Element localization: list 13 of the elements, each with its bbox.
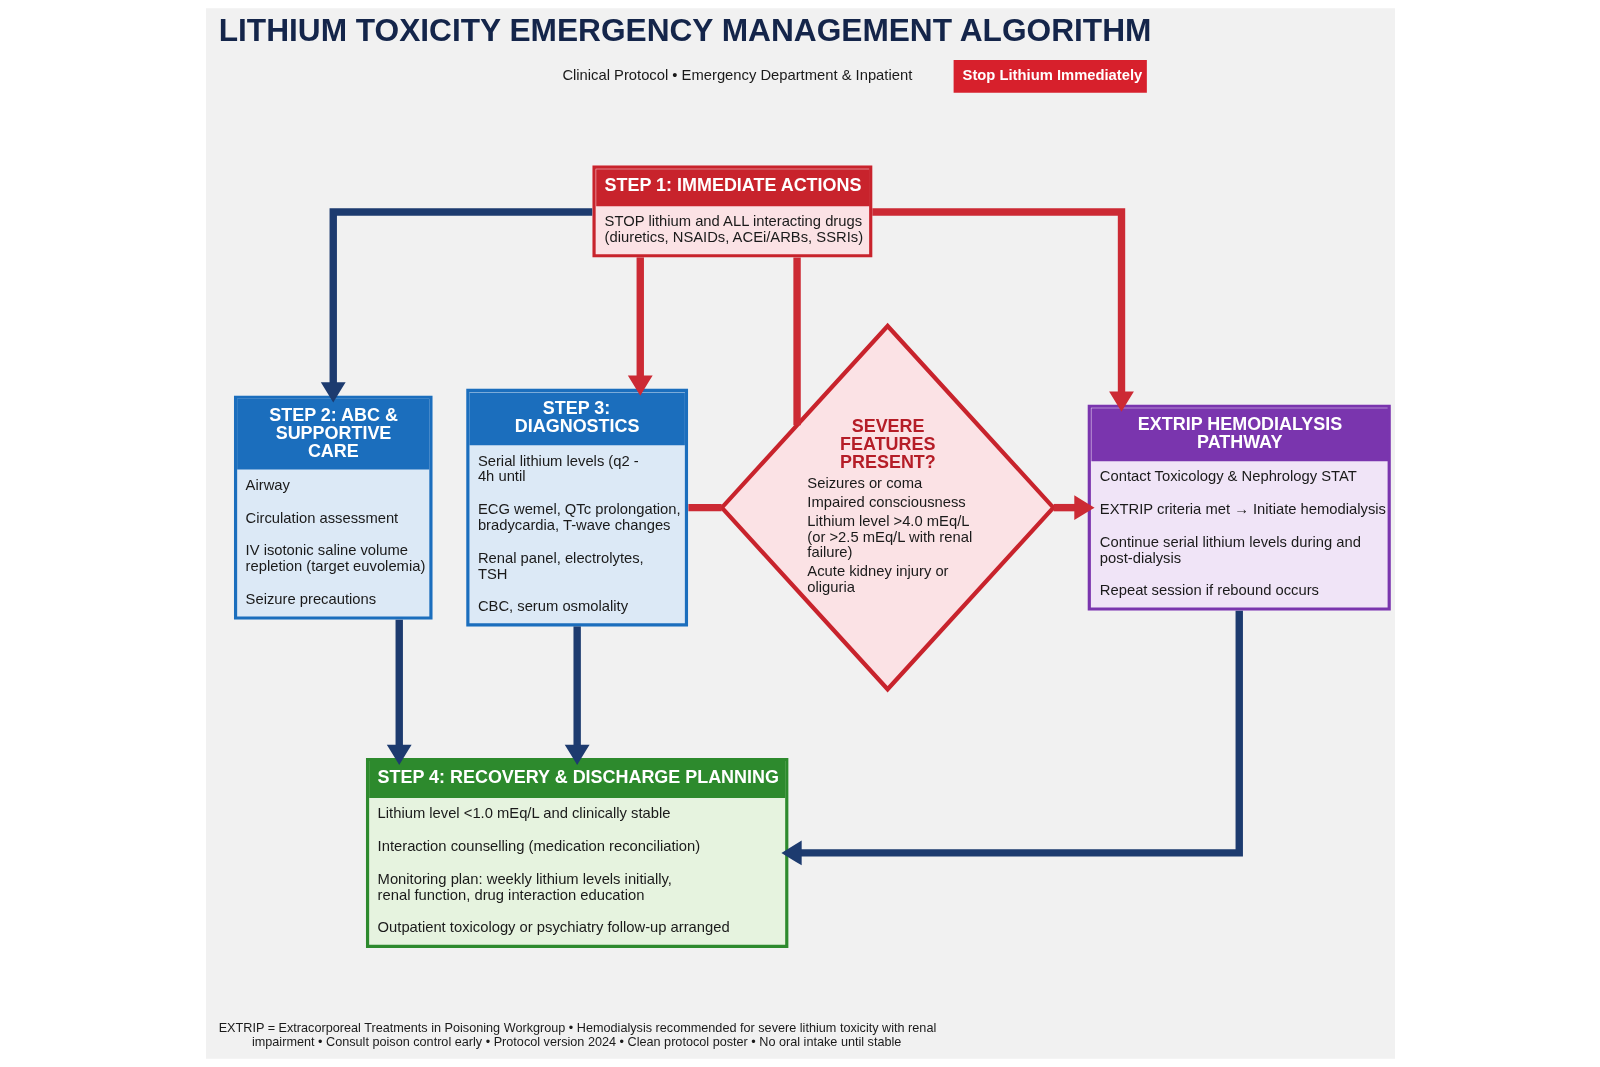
connector [687, 503, 722, 512]
label: EXTRIP = Extracorporeal Treatments in Poisoning Workgroup • Hemodialysis recommended for severe lithium toxicity with renal impairment • Consult poison control early • Protocol version 2024 • Clean protocol poster • No oral intake until stable [218, 1021, 936, 1049]
connector [792, 257, 801, 426]
arrow [320, 208, 592, 403]
label: Clinical Protocol • Emergency Department & Inpatient [561, 67, 912, 84]
label: Stop Lithium Immediately [962, 66, 1142, 83]
arrow [386, 619, 412, 765]
arrow [1053, 495, 1095, 521]
diagram-title: LITHIUM TOXICITY EMERGENCY MANAGEMENT ALGORITHM [218, 11, 1151, 48]
arrow [871, 208, 1134, 412]
arrow [564, 626, 590, 765]
arrow [627, 257, 653, 396]
arrow [780, 610, 1243, 866]
